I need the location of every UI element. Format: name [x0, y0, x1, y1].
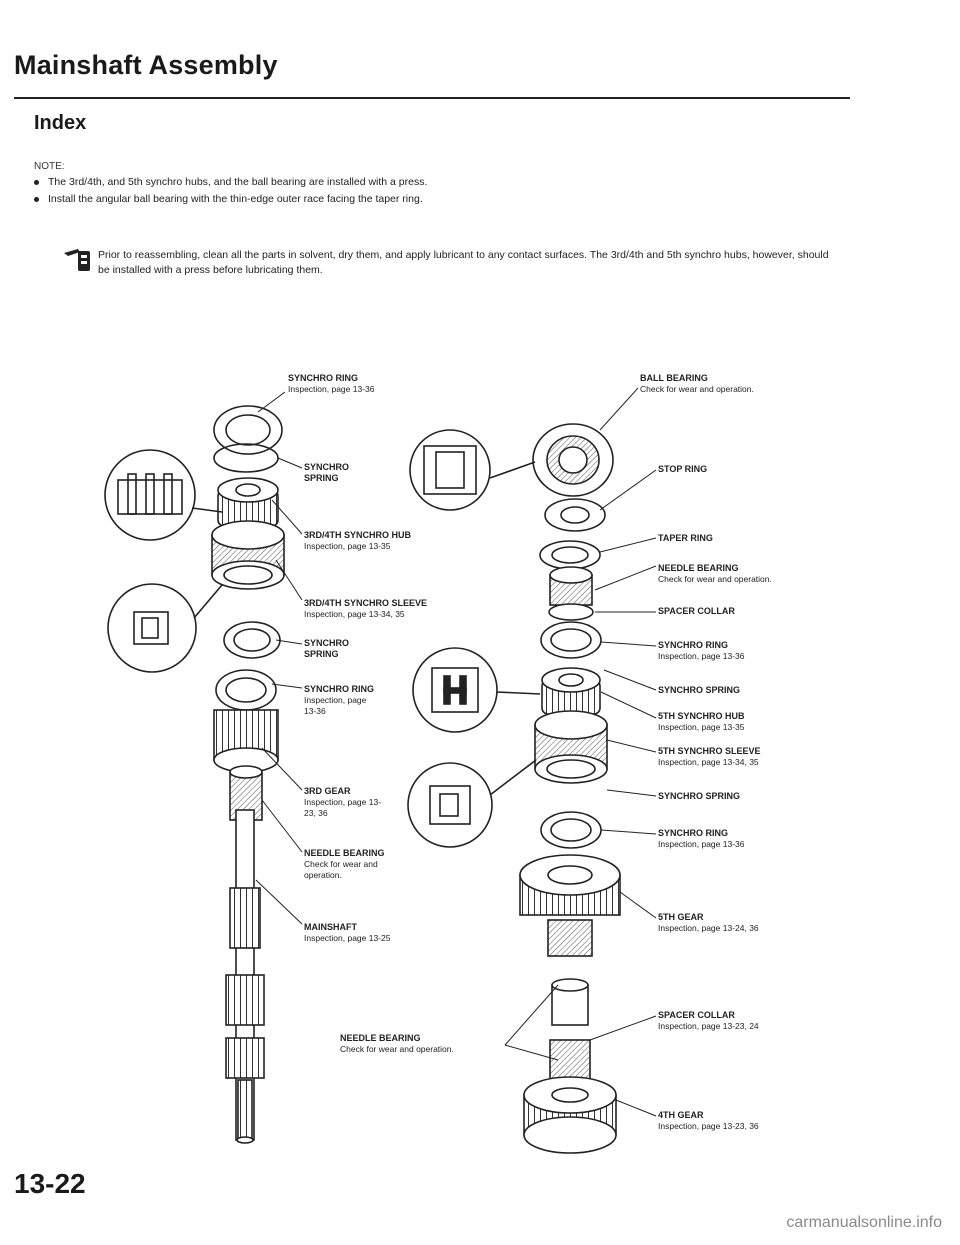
note-item: The 3rd/4th, and 5th synchro hubs, and t… — [34, 176, 834, 188]
callout-stop-ring: STOP RING — [658, 464, 708, 474]
note-list: The 3rd/4th, and 5th synchro hubs, and t… — [34, 176, 834, 210]
page-number: 13-22 — [14, 1168, 86, 1199]
lubrication-note: Prior to reassembling, clean all the par… — [98, 249, 829, 276]
callout-taper-ring: TAPER RING — [658, 533, 713, 543]
callout-synchro-spring-right-lower: SYNCHRO SPRING — [658, 791, 741, 801]
watermark: carmanualsonline.info — [786, 1214, 942, 1231]
callout-synchro-spring-right-top: SYNCHRO SPRING — [658, 685, 741, 695]
callout-synchro-spring-top: SYNCHRO SPRING — [304, 462, 350, 483]
note-item: Install the angular ball bearing with th… — [34, 193, 834, 205]
callout-spacer-collar-top: SPACER COLLAR — [658, 606, 735, 616]
lubricant-can-icon — [64, 249, 90, 271]
callout-synchro-spring-mid: SYNCHRO SPRING — [304, 638, 350, 659]
section-subtitle: Index — [34, 112, 87, 134]
page-title: Mainshaft Assembly — [14, 50, 278, 80]
title-rule — [14, 97, 850, 99]
note-label: NOTE: — [34, 161, 65, 172]
